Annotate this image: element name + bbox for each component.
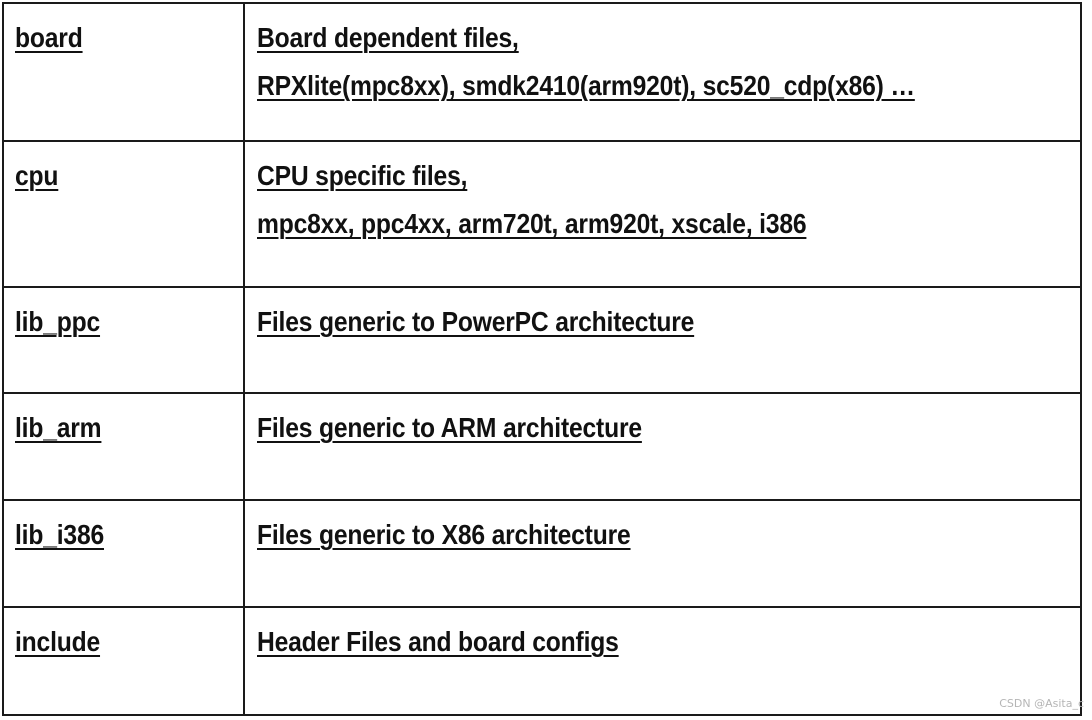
- directory-name: lib_ppc: [15, 306, 101, 337]
- directory-description-cell: Header Files and board configs: [243, 606, 1082, 716]
- description-line: RPXlite(mpc8xx), smdk2410(arm920t), sc52…: [257, 70, 915, 101]
- description-line: mpc8xx, ppc4xx, arm720t, arm920t, xscale…: [257, 208, 807, 239]
- directory-description-cell: Files generic to PowerPC architecture: [243, 286, 1082, 394]
- directory-description-cell: CPU specific files, mpc8xx, ppc4xx, arm7…: [243, 140, 1082, 288]
- directory-description-cell: Files generic to ARM architecture: [243, 392, 1082, 501]
- directory-name-cell: lib_ppc: [2, 286, 245, 394]
- directory-name: cpu: [15, 160, 59, 191]
- description-line: Header Files and board configs: [257, 626, 619, 657]
- table-row: board Board dependent files, RPXlite(mpc…: [2, 2, 1082, 142]
- table-row: lib_i386 Files generic to X86 architectu…: [2, 499, 1082, 608]
- table-row: lib_arm Files generic to ARM architectur…: [2, 392, 1082, 501]
- directory-name-cell: include: [2, 606, 245, 716]
- directory-name-cell: lib_i386: [2, 499, 245, 608]
- directory-name-cell: lib_arm: [2, 392, 245, 501]
- directory-name: include: [15, 626, 101, 657]
- directory-name-cell: cpu: [2, 140, 245, 288]
- directory-description-cell: Files generic to X86 architecture: [243, 499, 1082, 608]
- description-line: Files generic to PowerPC architecture: [257, 306, 695, 337]
- directory-name-cell: board: [2, 2, 245, 142]
- description-line: Board dependent files,: [257, 22, 519, 53]
- description-line: CPU specific files,: [257, 160, 468, 191]
- directory-name: lib_i386: [15, 519, 105, 550]
- table-row: lib_ppc Files generic to PowerPC archite…: [2, 286, 1082, 394]
- description-line: Files generic to ARM architecture: [257, 412, 642, 443]
- directory-name: board: [15, 22, 83, 53]
- directory-name: lib_arm: [15, 412, 102, 443]
- table-row: include Header Files and board configs: [2, 606, 1082, 716]
- description-line: Files generic to X86 architecture: [257, 519, 631, 550]
- table-row: cpu CPU specific files, mpc8xx, ppc4xx, …: [2, 140, 1082, 288]
- directory-description-cell: Board dependent files, RPXlite(mpc8xx), …: [243, 2, 1082, 142]
- watermark: CSDN @Asita_c: [999, 697, 1084, 710]
